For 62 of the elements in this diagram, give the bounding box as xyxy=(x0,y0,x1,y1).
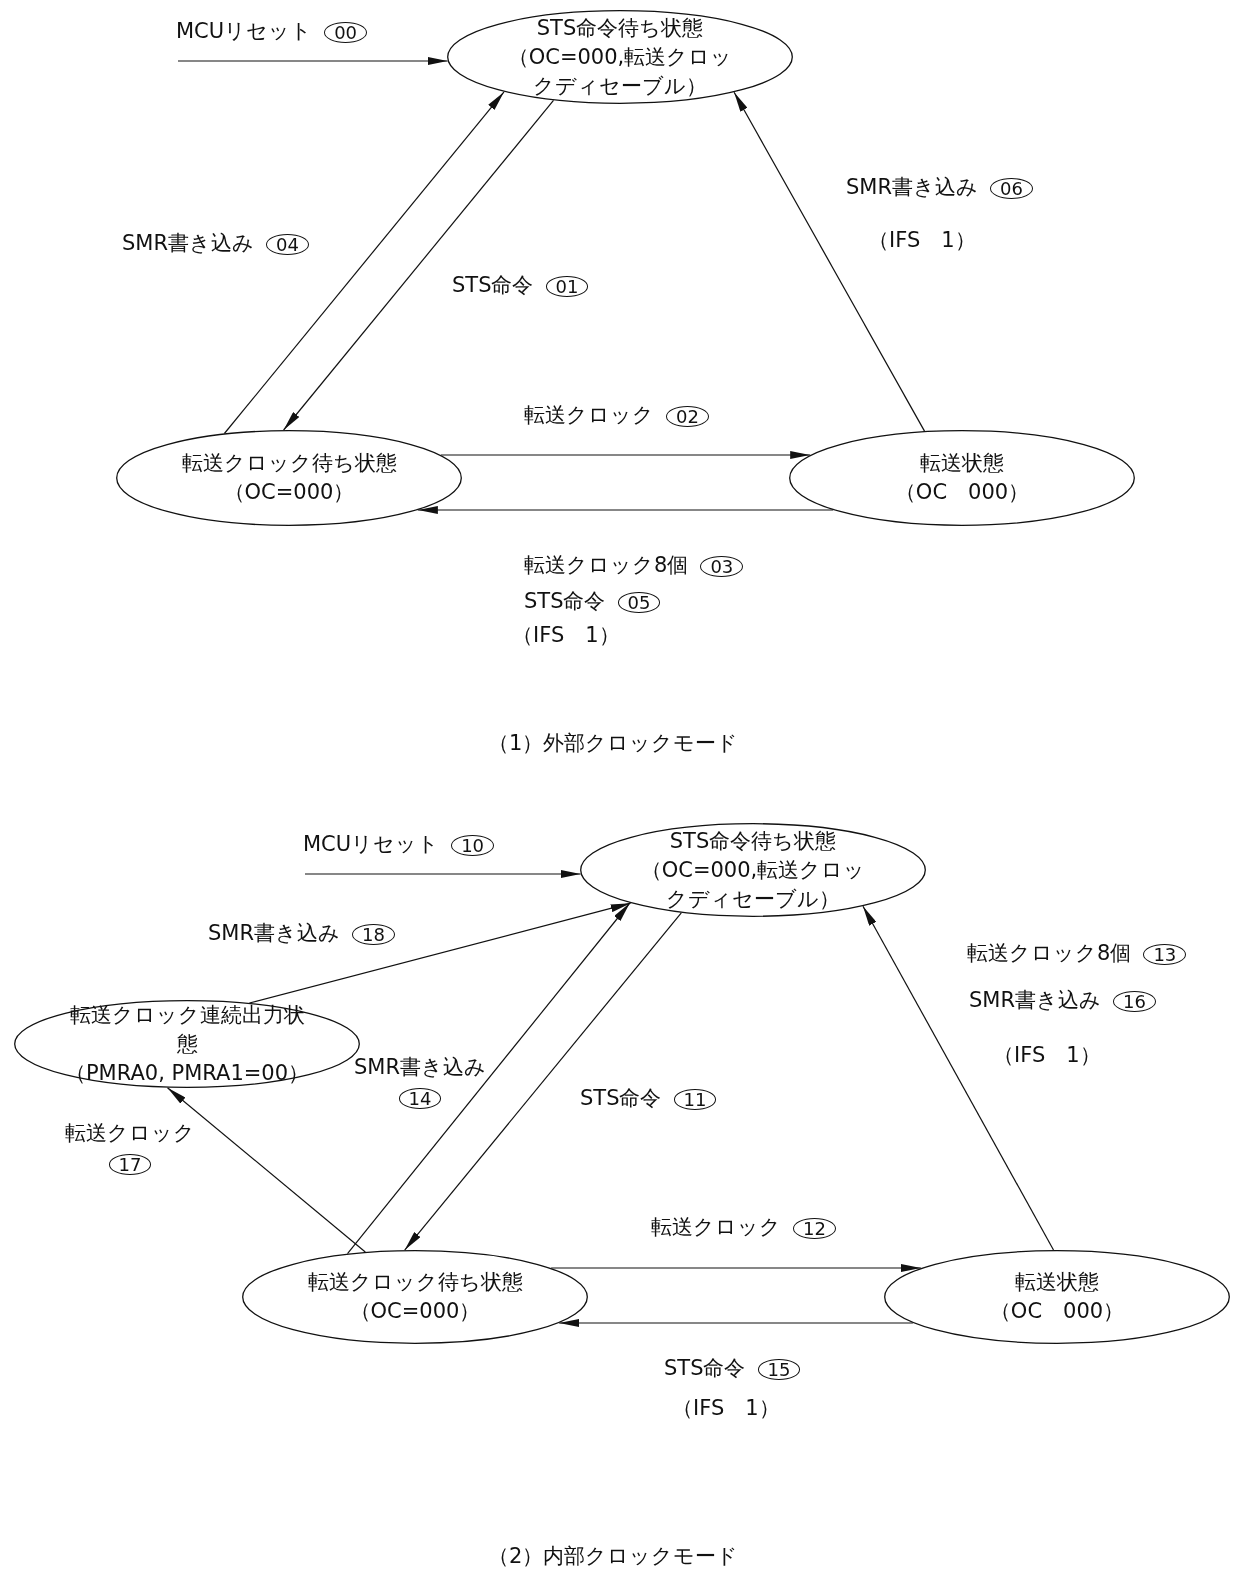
note-label: （IFS 1） xyxy=(868,228,976,252)
edge-label: STS命令 xyxy=(664,1356,746,1380)
arrow xyxy=(177,57,449,65)
mode-caption: （2）内部クロックモード xyxy=(488,1544,739,1568)
arrow xyxy=(558,1319,914,1327)
state-name: 転送状態 xyxy=(920,450,1004,477)
edge-label: 転送クロック xyxy=(651,1215,781,1239)
state-ellipse xyxy=(884,1250,1230,1344)
circled-number: 14 xyxy=(398,1087,442,1109)
circled-number: 11 xyxy=(673,1088,717,1110)
arrow xyxy=(862,905,1055,1251)
state-condition: （OC=000） xyxy=(223,479,355,506)
note-label: STS命令 xyxy=(524,589,606,613)
note-label: （IFS 1） xyxy=(993,1043,1101,1067)
mode-caption: （1）外部クロックモード xyxy=(488,731,739,755)
edge-label: 転送クロック xyxy=(65,1121,195,1145)
state-condition: （OC 000） xyxy=(894,479,1030,506)
state-ellipse xyxy=(789,430,1135,526)
state-name: 転送クロック待ち状態 xyxy=(307,1269,523,1296)
arrow xyxy=(223,91,505,435)
arrow xyxy=(248,902,632,1004)
edge-label: SMR書き込み xyxy=(846,175,979,199)
circled-number: 17 xyxy=(108,1153,152,1175)
state-condition: （OC=000,転送クロックディセーブル） xyxy=(506,43,734,100)
edge-label: MCUリセット xyxy=(176,19,313,43)
state-ellipse xyxy=(447,10,793,104)
circled-number: 01 xyxy=(545,275,589,297)
arrow xyxy=(733,91,926,432)
state-condition: （OC=000） xyxy=(349,1298,481,1325)
edge-label: SMR書き込み xyxy=(122,231,255,255)
circled-number: 05 xyxy=(617,591,661,613)
state-ellipse xyxy=(242,1250,588,1344)
note-label: SMR書き込み xyxy=(969,988,1102,1012)
arrow xyxy=(417,506,834,514)
state-name: 転送クロック連続出力状態 xyxy=(68,1001,306,1058)
note-label: （IFS 1） xyxy=(672,1396,780,1420)
state-condition: （OC=000,転送クロックディセーブル） xyxy=(639,856,867,913)
note-label: （IFS 1） xyxy=(512,623,620,647)
state-name: STS命令待ち状態 xyxy=(669,827,837,855)
arrow xyxy=(346,902,631,1255)
arrow xyxy=(166,1087,366,1253)
circled-number: 15 xyxy=(757,1358,801,1380)
edge-label: 転送クロック xyxy=(524,403,654,427)
state-ellipse xyxy=(116,430,462,526)
arrow xyxy=(404,912,682,1251)
arrow xyxy=(550,1264,922,1272)
state-name: 転送クロック待ち状態 xyxy=(181,450,397,477)
edge-label: STS命令 xyxy=(452,273,534,297)
edge-label: STS命令 xyxy=(580,1086,662,1110)
edge-label: MCUリセット xyxy=(303,832,440,856)
state-condition: （PMRA0, PMRA1=00） xyxy=(64,1059,310,1087)
state-name: 転送状態 xyxy=(1015,1269,1099,1296)
arrow xyxy=(304,870,582,878)
edge-label: SMR書き込み xyxy=(208,921,341,945)
arrow xyxy=(283,99,555,431)
edge-label: 転送クロック8個 xyxy=(967,941,1132,965)
edge-label: 転送クロック8個 xyxy=(524,553,689,577)
state-condition: （OC 000） xyxy=(989,1298,1125,1325)
state-ellipse xyxy=(580,823,926,917)
arrow xyxy=(440,451,811,459)
edge-label: SMR書き込み xyxy=(353,1055,486,1079)
state-name: STS命令待ち状態 xyxy=(536,14,704,42)
